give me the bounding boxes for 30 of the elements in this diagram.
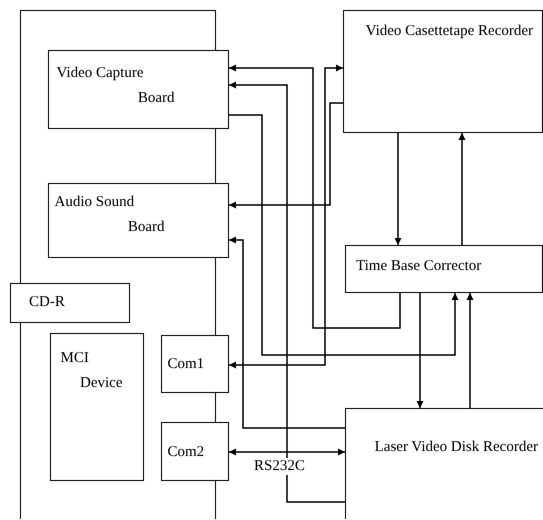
process-box bbox=[10, 283, 130, 323]
node-label: Time Base Corrector bbox=[356, 257, 482, 276]
process-box bbox=[345, 245, 543, 293]
node-label: MCI Device bbox=[60, 348, 122, 393]
arrow bbox=[229, 114, 458, 356]
node-label: Video Capture Board bbox=[56, 64, 174, 108]
process-box bbox=[48, 50, 228, 128]
port-box bbox=[160, 334, 228, 392]
arrow bbox=[229, 236, 345, 429]
arrow bbox=[229, 448, 345, 456]
process-box bbox=[343, 10, 543, 133]
node-label: Com1 bbox=[168, 354, 206, 374]
node-label: CD-R bbox=[29, 293, 66, 312]
process-box bbox=[48, 182, 228, 258]
arrow bbox=[466, 293, 474, 408]
node-label: Com2 bbox=[168, 442, 206, 462]
arrow bbox=[458, 133, 466, 245]
arrow bbox=[229, 102, 343, 208]
node-label: Video Casettetape Recorder bbox=[364, 22, 533, 41]
arrow bbox=[416, 293, 424, 408]
arrow bbox=[394, 133, 402, 245]
edge-label: RS232C bbox=[253, 458, 306, 475]
port-box bbox=[160, 422, 228, 480]
process-box bbox=[345, 408, 543, 519]
arrow bbox=[229, 64, 401, 329]
arrow bbox=[229, 64, 343, 368]
node-label: Audio Sound Board bbox=[54, 192, 164, 237]
process-box bbox=[50, 332, 144, 480]
arrow bbox=[229, 82, 345, 503]
node-label: Laser Video Disk Recorder bbox=[374, 438, 538, 457]
